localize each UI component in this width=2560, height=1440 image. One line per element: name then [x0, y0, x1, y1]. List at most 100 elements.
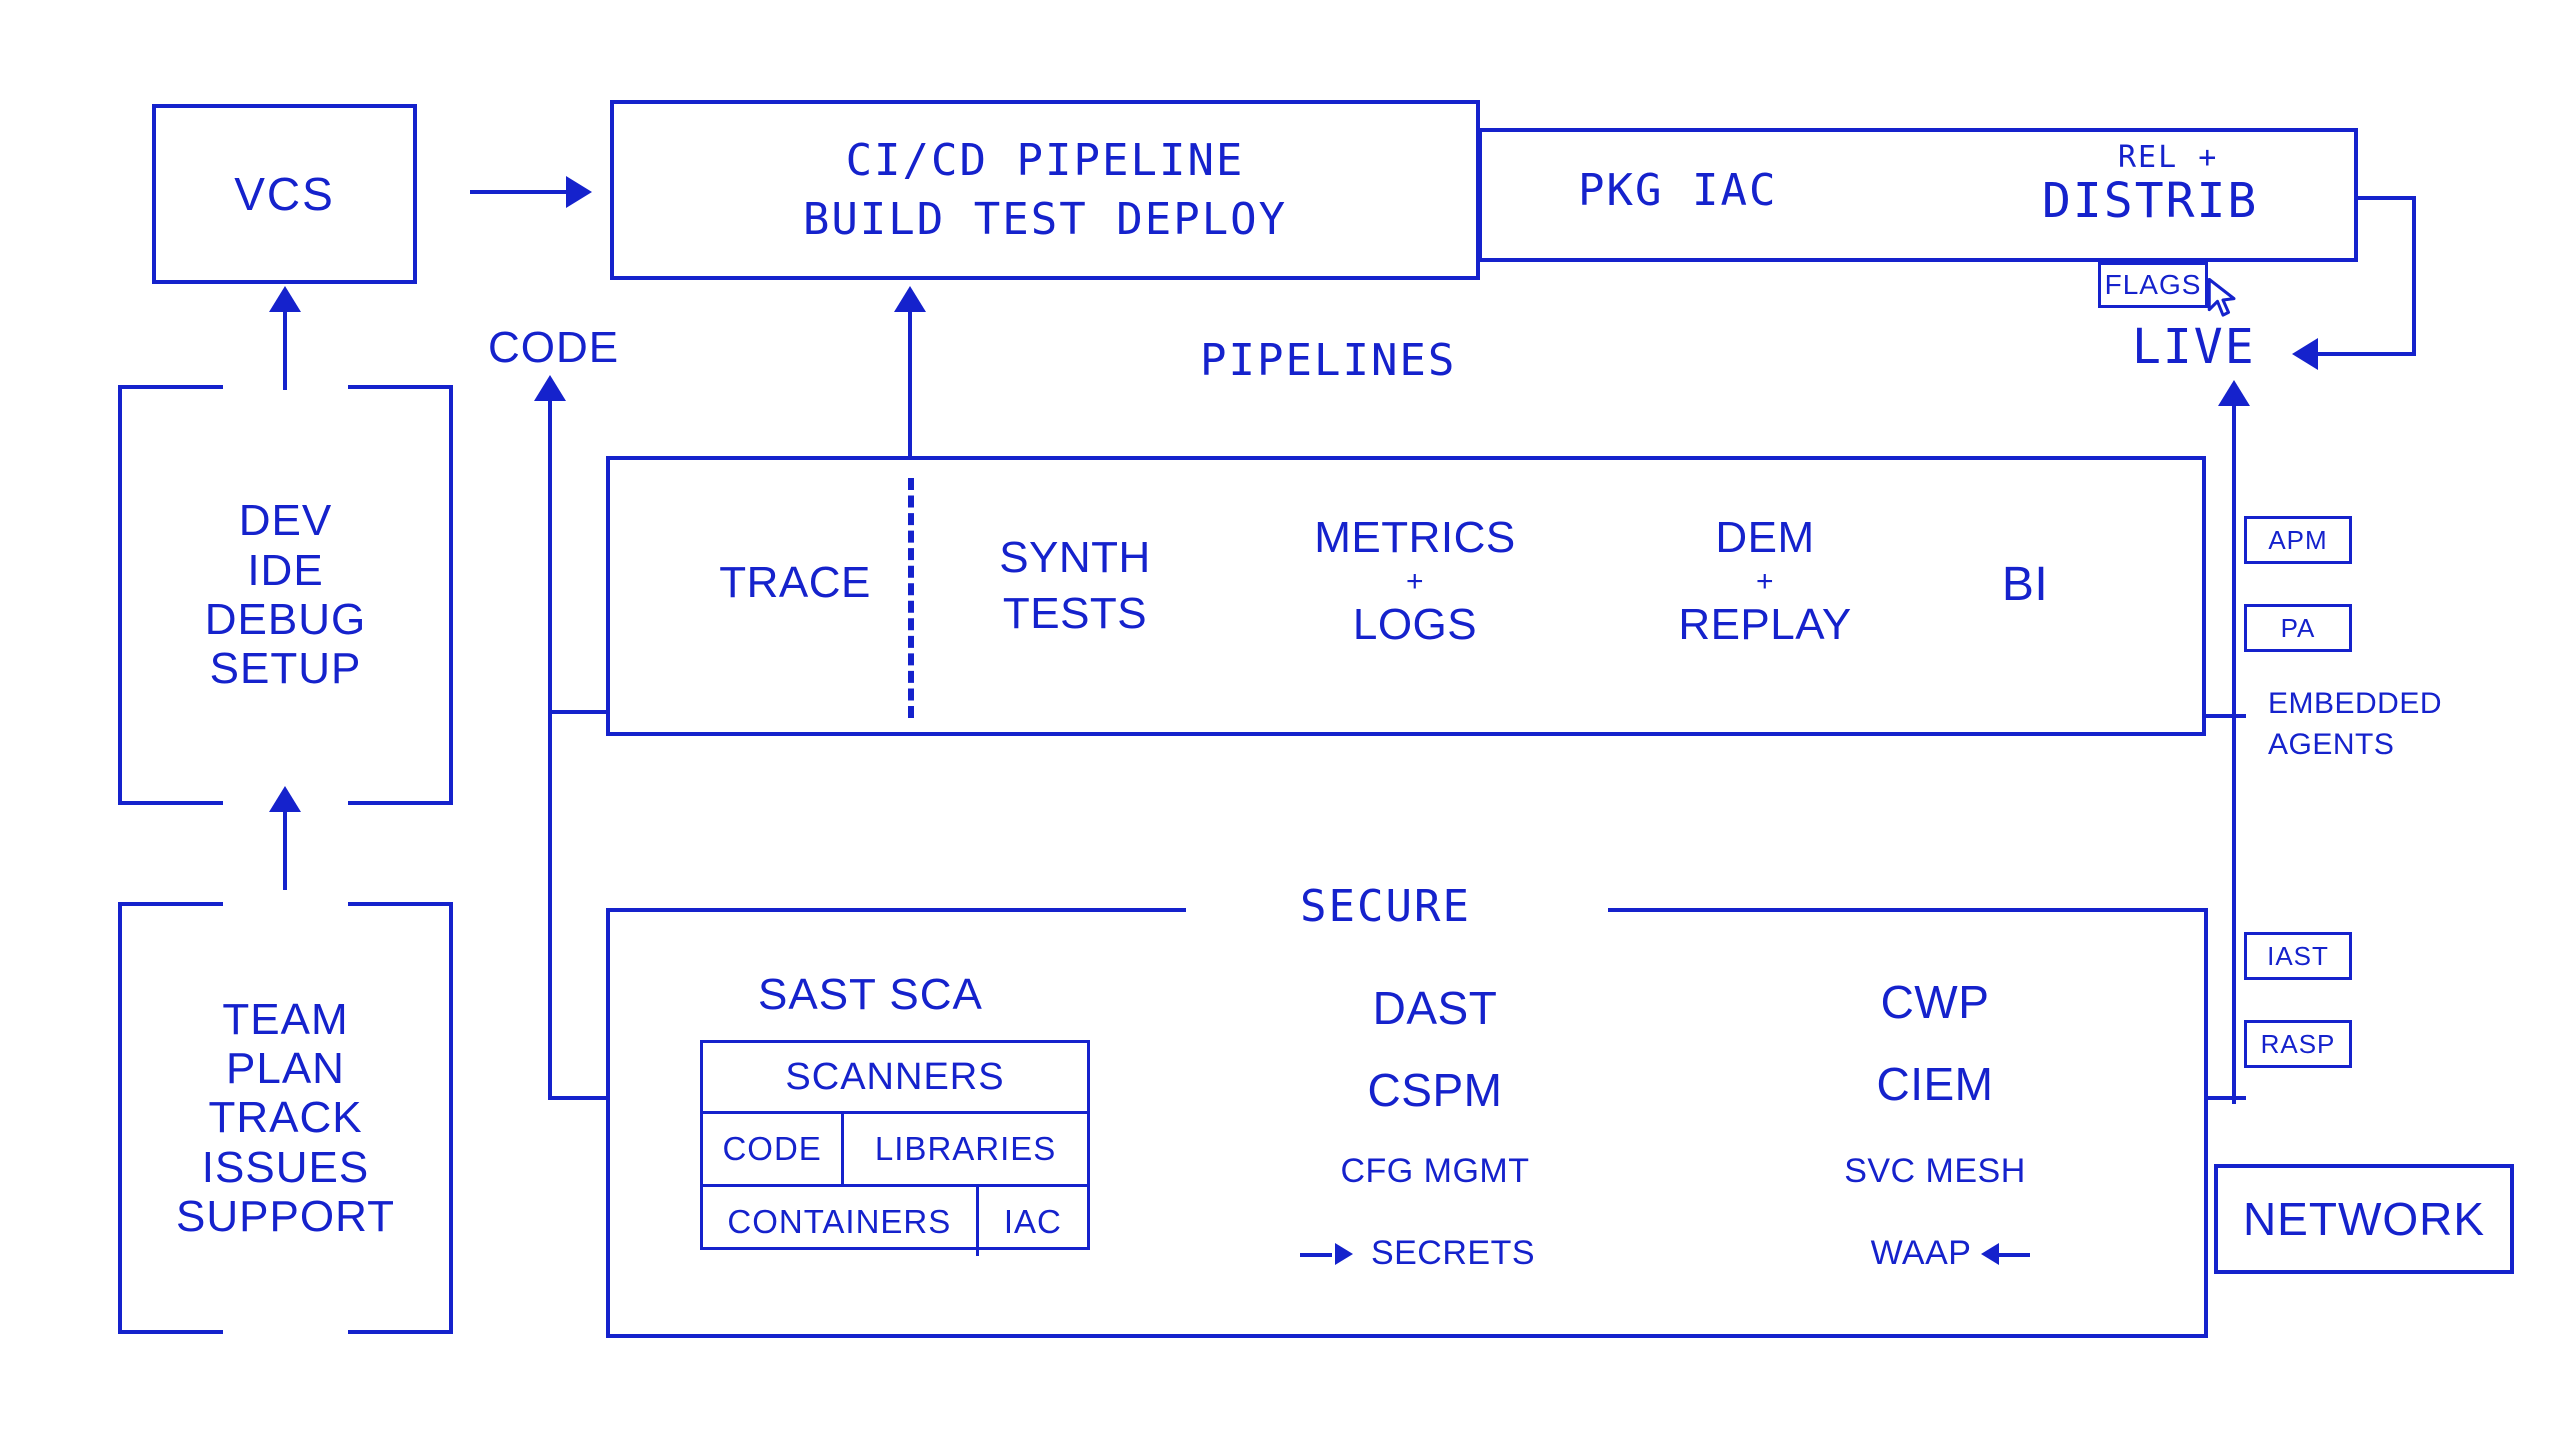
group-dev-corner-bl: [118, 801, 223, 805]
secure-item-waap-label: WAAP: [1870, 1234, 1972, 1272]
group-dev-item-2[interactable]: DEBUG: [204, 595, 367, 644]
secure-item-cfg-mgmt-label: CFG MGMT: [1340, 1152, 1530, 1190]
group-team-item-0[interactable]: TEAM: [222, 994, 349, 1044]
scanners-cell-code[interactable]: CODE: [722, 1130, 822, 1167]
secure-col-dast-item-3[interactable]: SECRETS: [1290, 1234, 1580, 1272]
observability-divider-dashed: [908, 478, 914, 718]
group-dev-item-0[interactable]: DEV: [238, 496, 333, 546]
scanners-cell-iac[interactable]: IAC: [975, 1187, 1087, 1256]
group-team-item-2[interactable]: TRACK: [208, 1093, 363, 1143]
mouse-cursor-icon: [2207, 278, 2236, 317]
group-team-corner-tl: [118, 902, 223, 906]
route-distrib-live-arrowhead: [2292, 338, 2318, 370]
scanners-cell-containers[interactable]: CONTAINERS: [727, 1202, 952, 1240]
chip-rasp[interactable]: RASP: [2244, 1020, 2352, 1068]
group-dev[interactable]: DEV IDE DEBUG SETUP: [118, 385, 453, 805]
node-vcs[interactable]: VCS: [152, 104, 417, 284]
scanners-table[interactable]: SCANNERS CODE LIBRARIES CONTAINERS IAC: [700, 1040, 1090, 1256]
scanners-table-header-row: SCANNERS: [703, 1043, 1087, 1111]
observability-cell-bi[interactable]: BI: [1950, 558, 2100, 611]
group-dev-corner-tr: [348, 385, 453, 389]
secure-col-cwp-item-0[interactable]: CWP: [1790, 976, 2080, 1028]
observability-metrics-line-2: LOGS: [1352, 600, 1478, 650]
node-cicd-line1: CI/CD PIPELINE: [845, 135, 1245, 186]
observability-dem-line-2: REPLAY: [1678, 600, 1852, 650]
secure-col-dast-item-2[interactable]: CFG MGMT: [1290, 1152, 1580, 1190]
secure-item-secrets-label: SECRETS: [1370, 1234, 1536, 1272]
scanners-table-header-cell: SCANNERS: [785, 1055, 1005, 1098]
observability-cell-dem-replay[interactable]: DEM + REPLAY: [1640, 512, 1890, 651]
chip-apm[interactable]: APM: [2244, 516, 2352, 564]
node-flags-chip[interactable]: FLAGS: [2098, 262, 2208, 308]
group-team-item-4[interactable]: SUPPORT: [176, 1191, 395, 1241]
scanners-table-row-0: CODE LIBRARIES: [703, 1111, 1087, 1184]
observability-cell-synth-tests[interactable]: SYNTH TESTS: [960, 530, 1190, 643]
secure-item-cwp-label: CWP: [1880, 976, 1990, 1028]
secure-item-dast-label: DAST: [1372, 982, 1498, 1034]
group-team-corner-bl: [118, 1330, 223, 1334]
observability-bi-line-0: BI: [2001, 558, 2049, 611]
arrow-dev-to-vcs-line: [283, 300, 287, 390]
secure-item-svc-mesh-label: SVC MESH: [1844, 1152, 2026, 1190]
secure-col-sast-heading: SAST SCA: [758, 970, 983, 1019]
node-network-label: NETWORK: [2242, 1193, 2486, 1245]
panel-secure-border-right: [2204, 908, 2208, 1338]
scanners-table-row-1: CONTAINERS IAC: [703, 1184, 1087, 1256]
arrow-pipelines-to-cicd-line: [908, 300, 912, 460]
group-dev-right-stem: [449, 385, 453, 805]
group-team-item-1[interactable]: PLAN: [226, 1044, 345, 1094]
group-dev-corner-br: [348, 801, 453, 805]
route-distrib-into-live: [2318, 352, 2416, 356]
edge-label-code: CODE: [488, 323, 620, 372]
arrow-team-to-dev-head: [269, 786, 301, 812]
section-label-pipelines: PIPELINES: [1200, 335, 1457, 386]
group-dev-corner-tl: [118, 385, 223, 389]
scanners-cell-libraries[interactable]: LIBRARIES: [841, 1114, 1087, 1184]
section-label-secure: SECURE: [1300, 881, 1471, 932]
arrow-dev-to-vcs-head: [269, 286, 301, 312]
node-flags-label: FLAGS: [2104, 269, 2202, 300]
secure-col-cwp-item-2[interactable]: SVC MESH: [1790, 1152, 2080, 1190]
node-live-label[interactable]: LIVE: [2132, 319, 2256, 375]
chip-apm-label: APM: [2268, 524, 2328, 555]
arrow-spine-to-live-head: [2218, 380, 2250, 406]
node-cicd-pipeline[interactable]: CI/CD PIPELINE BUILD TEST DEPLOY: [610, 100, 1480, 280]
panel-observability[interactable]: [606, 456, 2206, 736]
group-dev-item-1[interactable]: IDE: [247, 545, 324, 595]
observability-cell-metrics-logs[interactable]: METRICS + LOGS: [1280, 512, 1550, 651]
observability-cell-trace[interactable]: TRACE: [700, 558, 890, 607]
panel-secure-border-top-left: [606, 908, 1186, 912]
secure-col-dast-item-1[interactable]: CSPM: [1290, 1066, 1580, 1115]
chip-pa[interactable]: PA: [2244, 604, 2352, 652]
caption-embedded-agents-line-0: EMBEDDED: [2268, 687, 2443, 720]
secure-item-ciem-label: CIEM: [1876, 1058, 1994, 1110]
secure-stub-to-spine: [2206, 1096, 2246, 1100]
code-backbone-line: [548, 400, 552, 1100]
observability-trace-line-0: TRACE: [719, 558, 871, 607]
observability-metrics-line-0: METRICS: [1314, 513, 1516, 562]
secure-col-cwp-item-3[interactable]: WAAP: [1790, 1234, 2080, 1272]
node-network[interactable]: NETWORK: [2214, 1164, 2514, 1274]
node-distrib-line1: REL +: [2118, 140, 2219, 175]
node-release-band[interactable]: [1478, 128, 2358, 262]
code-stub-observability: [548, 710, 610, 714]
arrow-pipelines-to-cicd-head: [894, 286, 926, 312]
route-distrib-out-top: [2354, 196, 2416, 200]
group-team-item-3[interactable]: ISSUES: [201, 1142, 370, 1192]
panel-secure-border-top-right: [1608, 908, 2208, 912]
group-team-left-stem: [118, 902, 122, 1334]
arrow-spine-to-live-line: [2232, 404, 2236, 1104]
route-distrib-down: [2412, 196, 2416, 356]
secure-col-cwp-item-1[interactable]: CIEM: [1790, 1058, 2080, 1110]
code-stub-secure: [548, 1096, 610, 1100]
chip-iast[interactable]: IAST: [2244, 932, 2352, 980]
chip-rasp-label: RASP: [2260, 1028, 2336, 1059]
node-pkg-iac-label: PKG IAC: [1578, 165, 1778, 216]
observability-dem-line-0: DEM: [1715, 513, 1815, 562]
group-team[interactable]: TEAM PLAN TRACK ISSUES SUPPORT: [118, 902, 453, 1334]
group-dev-item-3[interactable]: SETUP: [209, 644, 362, 694]
panel-secure-border-left: [606, 908, 610, 1338]
secure-col-dast-item-0[interactable]: DAST: [1290, 982, 1580, 1034]
node-cicd-line2: BUILD TEST DEPLOY: [802, 194, 1288, 245]
